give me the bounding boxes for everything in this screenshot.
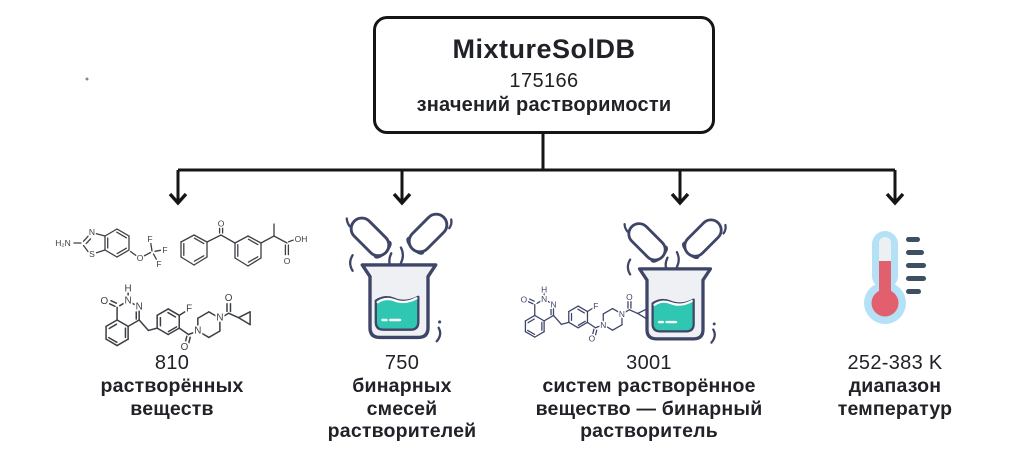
arrow-down-icon	[392, 192, 412, 206]
svg-text:F: F	[186, 303, 192, 314]
branch-label-line: растворитель	[580, 420, 718, 442]
svg-text:N: N	[125, 295, 132, 306]
svg-text:H: H	[541, 284, 547, 294]
svg-text:N: N	[550, 300, 556, 310]
branch-label-line: смесей	[366, 397, 438, 420]
arrow-down-icon	[670, 192, 690, 206]
beaker-with-capsules-icon	[340, 205, 458, 350]
svg-text:N: N	[600, 320, 606, 330]
branch-label-line: веществ	[130, 397, 214, 420]
branch-count: 810	[154, 352, 190, 374]
svg-text:O: O	[100, 296, 108, 307]
branch-label-line: растворителей	[327, 420, 477, 442]
svg-text:H: H	[125, 284, 132, 295]
svg-text:N: N	[216, 313, 223, 324]
branch-binary-mixtures-caption: 750 бинарных смесей растворителей	[267, 352, 537, 443]
svg-text:O: O	[181, 342, 189, 353]
branch-label-line: вещество — бинарный	[535, 397, 763, 420]
svg-text:F: F	[156, 259, 161, 269]
svg-text:O: O	[626, 292, 633, 302]
branch-label-line: диапазон	[848, 375, 942, 397]
branch-count: 3001	[626, 352, 672, 374]
root-database-box: MixtureSolDB 175166 значений растворимос…	[373, 16, 715, 134]
svg-text:N: N	[89, 227, 95, 237]
svg-text:OH: OH	[295, 234, 308, 244]
svg-text:O: O	[218, 219, 225, 229]
branch-solutes-caption: 810 растворённых веществ	[37, 352, 307, 420]
database-title: MixtureSolDB	[452, 33, 636, 64]
arrow-down-icon	[168, 192, 188, 206]
svg-text:F: F	[147, 234, 152, 244]
svg-text:S: S	[89, 249, 95, 259]
svg-text:O: O	[225, 293, 233, 304]
branch-label-line: систем растворённое	[542, 375, 756, 397]
beaker-with-capsules-icon	[618, 211, 732, 351]
branch-label-line: растворённых	[100, 375, 244, 397]
stray-dot	[85, 77, 89, 81]
branch-label-line: температур	[837, 397, 953, 420]
database-count-label: значений растворимости	[416, 93, 672, 116]
arrow-down-icon	[885, 192, 905, 206]
branch-temperature-caption: 252-383 K диапазон температур	[760, 352, 1024, 420]
svg-text:O: O	[284, 256, 291, 266]
svg-text:O: O	[521, 295, 528, 305]
svg-text:F: F	[162, 245, 167, 255]
svg-text:F: F	[593, 301, 598, 311]
svg-text:O: O	[589, 334, 596, 344]
svg-text:N: N	[136, 302, 143, 313]
branch-count: 750	[384, 352, 420, 374]
svg-text:H₂N: H₂N	[55, 238, 71, 248]
svg-text:N: N	[541, 294, 547, 304]
molecule-structure-ketoprofen: O OH O	[180, 217, 309, 268]
thermometer-icon	[864, 231, 926, 324]
branch-label-line: бинарных	[352, 375, 452, 397]
svg-text:N: N	[194, 326, 201, 337]
branch-count: 252-383 K	[847, 352, 943, 374]
svg-text:N: N	[619, 309, 625, 319]
branch-systems-caption: 3001 систем растворённое вещество — бина…	[514, 352, 784, 443]
svg-text:O: O	[137, 253, 144, 263]
database-count: 175166	[509, 69, 579, 92]
